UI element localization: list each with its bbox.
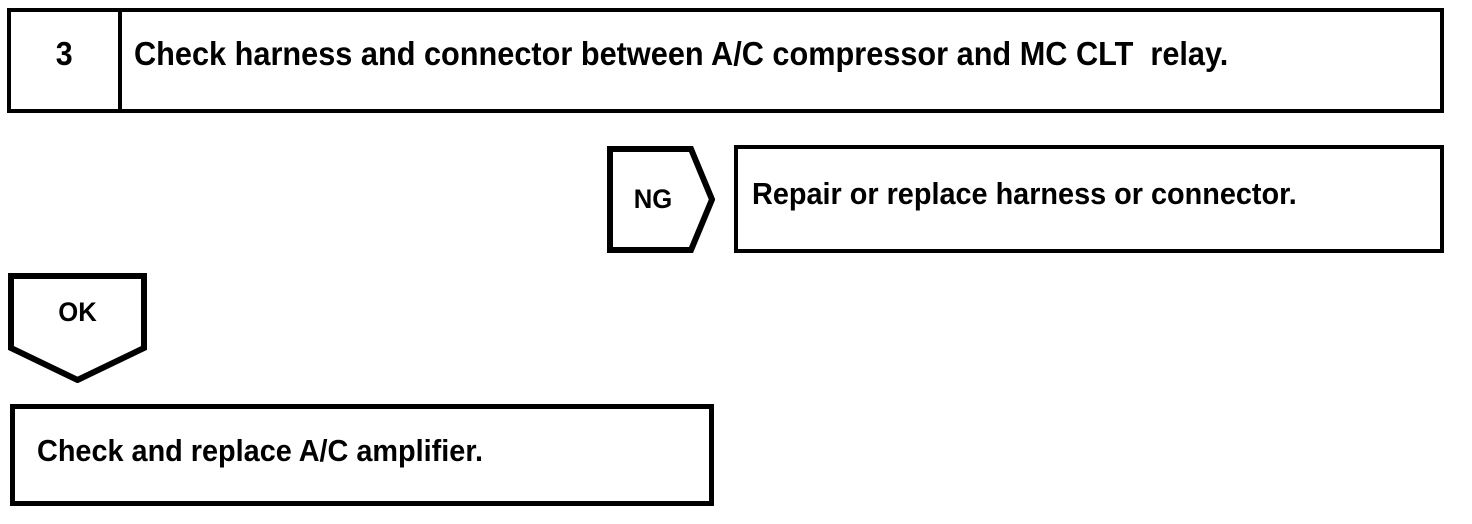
arrow-down-pentagon-icon <box>8 273 147 383</box>
step-instruction-cell: Check harness and connector between A/C … <box>122 12 1440 109</box>
step-box: 3 Check harness and connector between A/… <box>7 8 1444 113</box>
ng-branch-arrow <box>607 146 715 253</box>
ok-result-box: Check and replace A/C amplifier. <box>10 404 714 506</box>
step-number: 3 <box>56 35 73 72</box>
arrow-right-pentagon-icon <box>607 146 715 253</box>
ng-result-box: Repair or replace harness or connector. <box>734 145 1444 253</box>
step-instruction-text: Check harness and connector between A/C … <box>134 35 1229 72</box>
ng-result-text: Repair or replace harness or connector. <box>752 175 1297 211</box>
ok-branch-arrow <box>8 273 147 383</box>
ok-result-text: Check and replace A/C amplifier. <box>37 432 483 468</box>
step-number-cell: 3 <box>11 12 122 109</box>
